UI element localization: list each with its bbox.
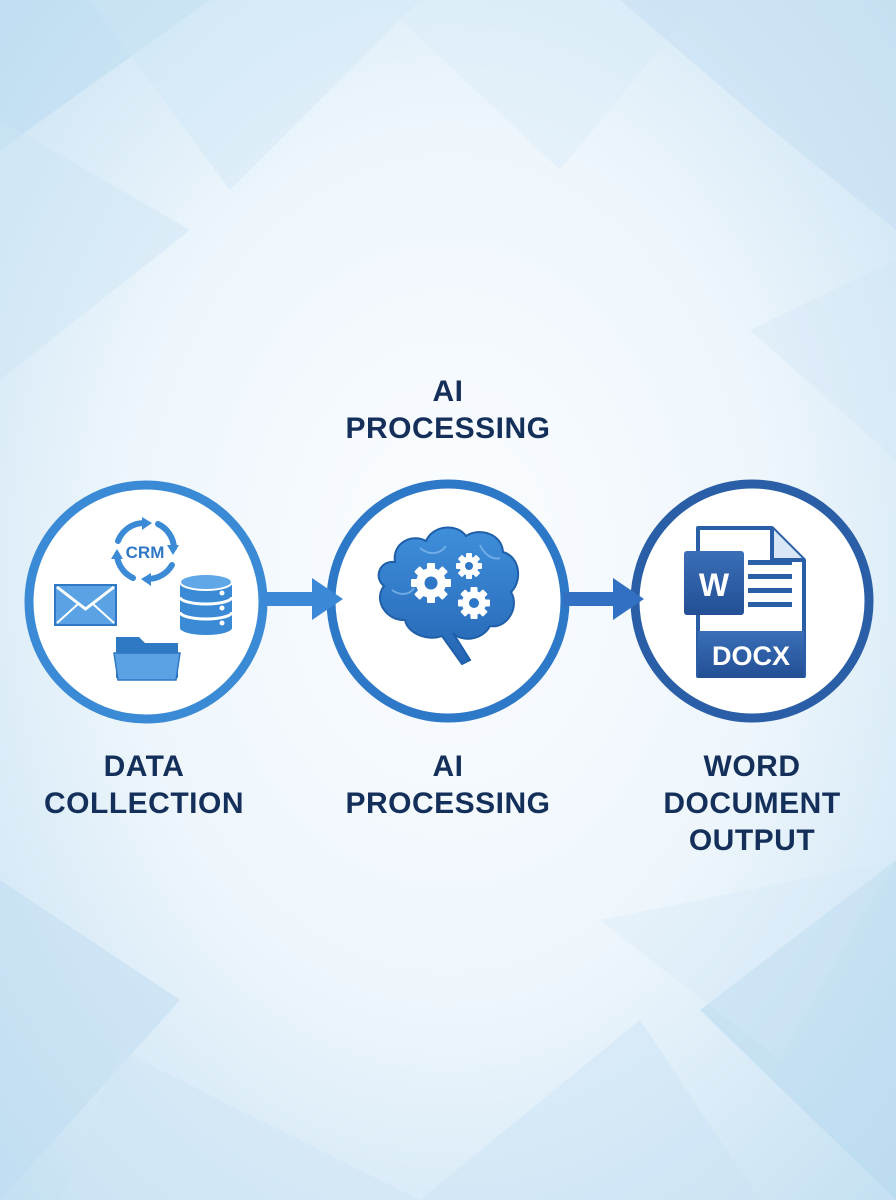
top-label-line: AI	[432, 375, 464, 408]
email-icon	[54, 584, 117, 626]
stage-label-line: PROCESSING	[345, 787, 551, 820]
stage-label-line: OUTPUT	[688, 824, 816, 857]
database-icon	[178, 573, 234, 635]
docx-label: DOCX	[712, 641, 790, 671]
crm-sync-icon: CRM	[111, 517, 179, 586]
stage-label-data-collection: DATA COLLECTION	[0, 748, 294, 822]
arrow-right-icon	[262, 578, 343, 620]
stage-label-line: DATA	[103, 750, 185, 783]
top-stage-label: AI PROCESSING	[298, 373, 598, 447]
stage-label-word-output: WORD DOCUMENT OUTPUT	[602, 748, 896, 859]
top-label-line: PROCESSING	[345, 412, 551, 445]
stage-label-line: WORD	[703, 750, 801, 783]
folder-icon	[113, 637, 181, 681]
stage-label-ai-processing: AI PROCESSING	[298, 748, 598, 822]
stage-label-line: DOCUMENT	[663, 787, 841, 820]
arrow-right-icon	[563, 578, 644, 620]
stage-label-line: AI	[432, 750, 464, 783]
crm-text: CRM	[126, 543, 165, 562]
stage-label-line: COLLECTION	[44, 787, 244, 820]
brain-gears-icon	[377, 526, 520, 666]
word-docx-icon: W DOCX	[684, 526, 806, 678]
word-letter: W	[699, 567, 730, 603]
